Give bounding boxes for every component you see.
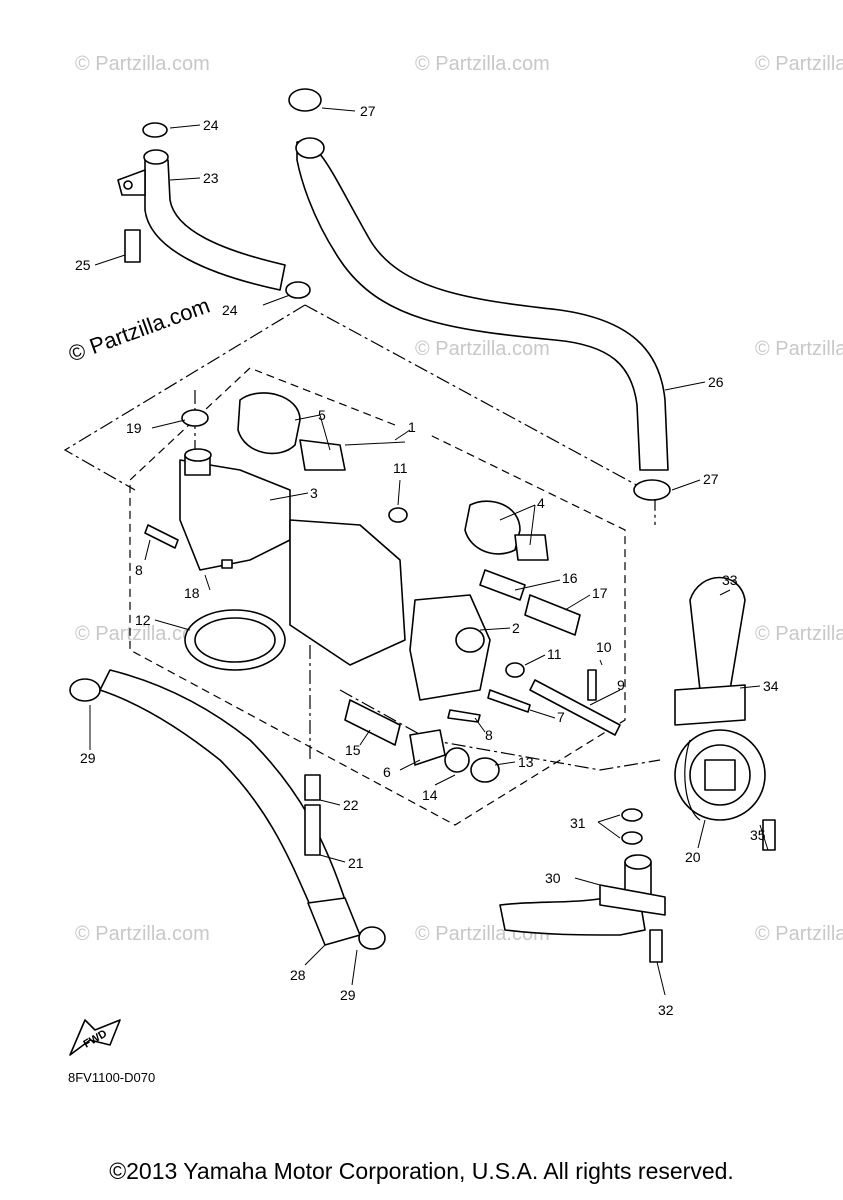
callout-30: 30 xyxy=(545,870,561,886)
watermark: © Partzilla.com xyxy=(755,623,843,645)
watermark: © Partzilla.com xyxy=(75,923,210,945)
callout-26: 26 xyxy=(708,374,724,390)
callout-13: 13 xyxy=(518,754,534,770)
callout-22: 22 xyxy=(343,797,359,813)
callout-4: 4 xyxy=(537,495,545,511)
callout-9: 9 xyxy=(617,677,625,693)
callout-labels: 24 23 25 24 27 26 27 19 1 5 3 11 4 16 17… xyxy=(75,103,779,1018)
fwd-arrow-icon: FWD xyxy=(69,1019,121,1056)
callout-15: 15 xyxy=(345,742,361,758)
callout-18: 18 xyxy=(184,585,200,601)
callout-20: 20 xyxy=(685,849,701,865)
hose-28 xyxy=(99,669,361,946)
sprocket-and-chain-guide xyxy=(674,576,766,821)
main-watermark: © Partzilla.com xyxy=(65,293,213,367)
callout-33: 33 xyxy=(722,572,738,588)
callout-11: 11 xyxy=(393,460,408,476)
callout-27: 27 xyxy=(360,103,376,119)
copyright-notice: ©2013 Yamaha Motor Corporation, U.S.A. A… xyxy=(109,1158,734,1184)
callout-11: 11 xyxy=(547,646,562,662)
rotors xyxy=(237,392,549,561)
pump-subassembly-outline xyxy=(129,367,626,826)
callout-29: 29 xyxy=(80,750,96,766)
callout-27: 27 xyxy=(703,471,719,487)
callout-35: 35 xyxy=(750,827,766,843)
callout-19: 19 xyxy=(126,420,142,436)
callout-3: 3 xyxy=(310,485,318,501)
watermark: © Partzilla.com xyxy=(415,53,550,75)
callout-31: 31 xyxy=(570,815,586,831)
callout-23: 23 xyxy=(203,170,219,186)
callout-24: 24 xyxy=(222,302,238,318)
callout-21: 21 xyxy=(348,855,364,871)
watermark-layer: © Partzilla.com © Partzilla.com © Partzi… xyxy=(65,53,843,945)
diagram-code: 8FV1100-D070 xyxy=(68,1070,155,1085)
watermark: © Partzilla.com xyxy=(415,338,550,360)
small-parts xyxy=(124,229,776,963)
callout-25: 25 xyxy=(75,257,91,273)
callout-8: 8 xyxy=(485,727,493,743)
callout-7: 7 xyxy=(557,709,565,725)
callout-6: 6 xyxy=(383,764,391,780)
callout-2: 2 xyxy=(512,620,520,636)
watermark: © Partzilla.com xyxy=(75,623,210,645)
callout-1: 1 xyxy=(408,419,416,435)
hose-23 xyxy=(117,149,286,291)
callout-16: 16 xyxy=(562,570,578,586)
watermark: © Partzilla.com xyxy=(755,53,843,75)
callout-12: 12 xyxy=(135,612,151,628)
callout-8: 8 xyxy=(135,562,143,578)
hose-26 xyxy=(295,137,669,471)
callout-5: 5 xyxy=(318,407,326,423)
watermark: © Partzilla.com xyxy=(75,53,210,75)
callout-10: 10 xyxy=(596,639,612,655)
callout-28: 28 xyxy=(290,967,306,983)
leader-lines xyxy=(89,107,769,996)
pipe-30 xyxy=(499,854,666,936)
callout-32: 32 xyxy=(658,1002,674,1018)
watermark: © Partzilla.com xyxy=(755,923,843,945)
callout-24: 24 xyxy=(203,117,219,133)
callout-14: 14 xyxy=(422,787,438,803)
callout-34: 34 xyxy=(763,678,779,694)
watermark: © Partzilla.com xyxy=(755,338,843,360)
callout-17: 17 xyxy=(592,585,608,601)
callout-29: 29 xyxy=(340,987,356,1003)
clamps-and-rings xyxy=(69,88,671,950)
pump-housing xyxy=(179,448,491,701)
